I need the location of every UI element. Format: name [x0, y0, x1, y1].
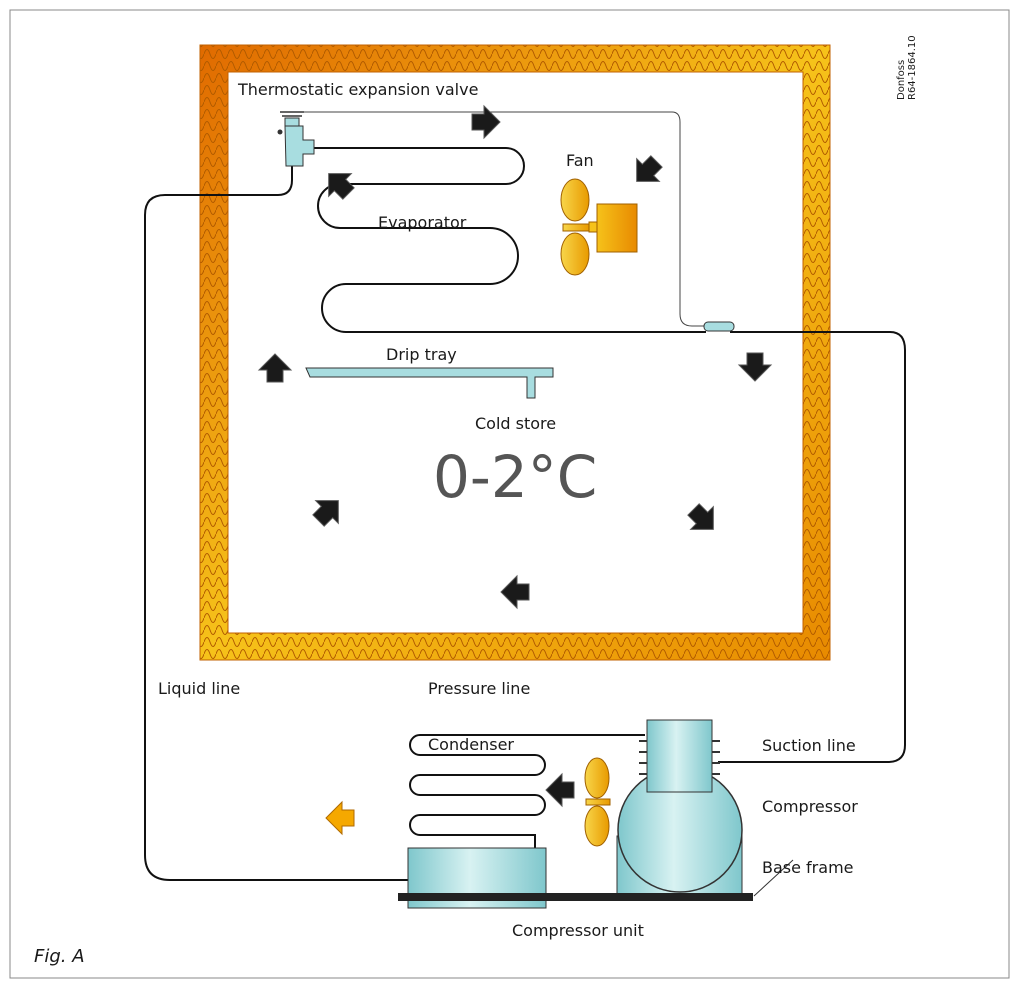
warm-air-arrow-icon [325, 800, 355, 836]
label-compressor: Compressor [762, 797, 858, 816]
compressor [616, 719, 743, 899]
insulated-wall [199, 44, 831, 661]
drawing-code-line1: Donfoss [896, 60, 907, 100]
arrow-up-icon [257, 353, 293, 383]
label-suction-line: Suction line [762, 736, 856, 755]
arrow-left-icon [545, 772, 575, 808]
sensing-bulb [703, 321, 735, 332]
expansion-valve-icon [277, 111, 315, 167]
evaporator-fan-icon [560, 178, 600, 276]
arrow-down-icon [737, 352, 773, 382]
drawing-code: Donfoss R64-1864.10 [896, 35, 918, 100]
label-base-frame: Base frame [762, 858, 854, 877]
label-liquid-line: Liquid line [158, 679, 240, 698]
airflow-arrows [257, 104, 773, 808]
base-frame [398, 893, 753, 901]
arrow-up-right-icon [312, 500, 339, 527]
fan-motor [596, 203, 638, 253]
figure-label: Fig. A [34, 946, 85, 967]
liquid-line-pipe [144, 160, 410, 881]
label-txv: Thermostatic expansion valve [237, 80, 478, 99]
arrow-left-icon [500, 574, 530, 610]
arrow-up-left-icon [328, 173, 355, 200]
capillary-tube [283, 111, 704, 327]
label-fan: Fan [566, 151, 594, 170]
label-drip-tray: Drip tray [386, 345, 457, 364]
label-cold-store: Cold store [475, 414, 556, 433]
piping [144, 147, 906, 881]
label-condenser: Condenser [428, 735, 514, 754]
arrow-down-right-icon [687, 503, 714, 530]
base-frame-leader [753, 859, 794, 897]
drip-tray [305, 367, 554, 399]
label-temperature: 0-2°C [433, 443, 597, 511]
condenser-coil [409, 734, 645, 848]
figure-frame [9, 9, 1010, 979]
label-evaporator: Evaporator [378, 213, 467, 232]
drawing-code-line2: R64-1864.10 [907, 35, 918, 100]
label-compressor-unit: Compressor unit [512, 921, 644, 940]
condenser-fan-icon [584, 757, 611, 847]
label-pressure-line: Pressure line [428, 679, 530, 698]
evaporator-coil [312, 147, 706, 333]
arrow-right-icon [471, 104, 501, 140]
suction-line-pipe [718, 331, 906, 763]
arrow-down-left-icon [636, 155, 663, 182]
